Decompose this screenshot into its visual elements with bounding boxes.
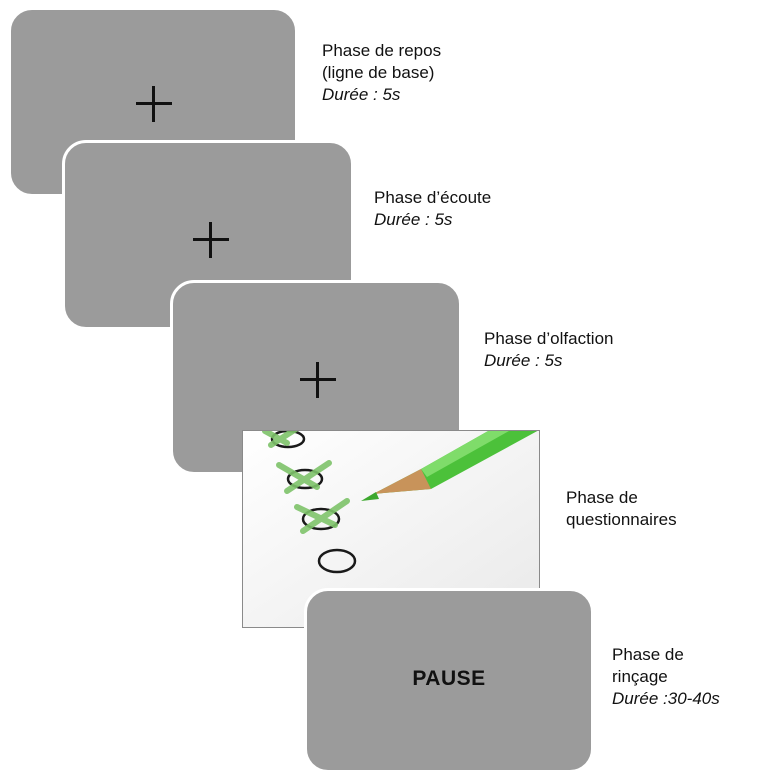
step-duration: Durée : 5s xyxy=(374,210,453,229)
step-rinse-label: Phase de rinçage Durée :30-40s xyxy=(612,644,720,710)
step-title-line: Phase d’écoute xyxy=(374,188,492,207)
step-title-line: Phase de xyxy=(566,488,638,507)
step-title-line: rinçage xyxy=(612,667,668,686)
step-title-line: Phase de xyxy=(612,645,684,664)
step-title-line: Phase de repos xyxy=(322,41,442,60)
step-listening-label: Phase d’écoute Durée : 5s xyxy=(374,187,491,231)
fixation-cross-icon xyxy=(136,86,172,122)
step-questionnaire-label: Phase de questionnaires xyxy=(566,487,677,531)
step-olfaction-label: Phase d’olfaction Durée : 5s xyxy=(484,328,613,372)
step-duration: Durée : 5s xyxy=(484,351,563,370)
step-title-line: (ligne de base) xyxy=(322,63,435,82)
pause-text: PAUSE xyxy=(412,667,486,690)
step-duration: Durée : 5s xyxy=(322,85,401,104)
step-title-line: Phase d’olfaction xyxy=(484,329,614,348)
step-title-line: questionnaires xyxy=(566,510,677,529)
step-rest-label: Phase de repos (ligne de base) Durée : 5… xyxy=(322,40,441,106)
fixation-cross-icon xyxy=(300,362,336,398)
step-duration: Durée :30-40s xyxy=(612,689,720,708)
screen-pause: PAUSE xyxy=(304,588,594,773)
fixation-cross-icon xyxy=(193,222,229,258)
